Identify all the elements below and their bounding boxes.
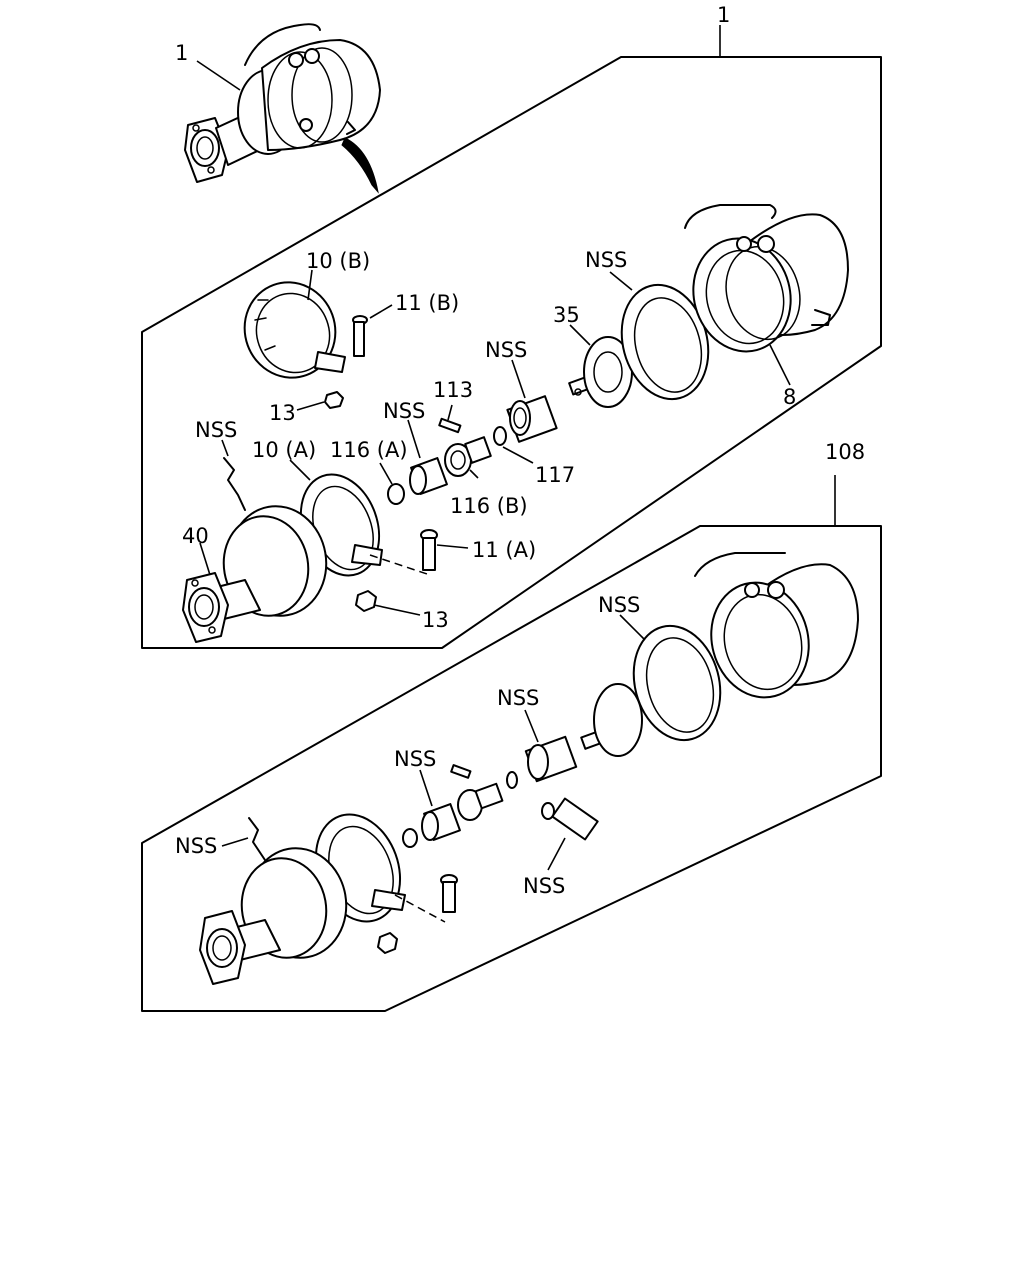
callout-spacer-b: 116 (B) <box>450 494 528 518</box>
nut-13-bottom <box>355 590 377 612</box>
clamp-10b <box>243 281 346 379</box>
callout-nut-top: 13 <box>269 401 296 425</box>
kit-chamber-body <box>694 552 859 699</box>
kit-hose-nss <box>248 817 266 861</box>
callout-kit-nss-grease: NSS <box>523 874 565 898</box>
callout-rotochamber: 40 <box>182 524 209 548</box>
callout-kit-nss-hose: NSS <box>175 834 217 858</box>
kit-grease-tube-nss <box>541 797 599 841</box>
vent-nss <box>506 395 558 443</box>
callout-nss-seal: NSS <box>585 248 627 272</box>
callout-oring: 117 <box>535 463 575 487</box>
bolt-11b <box>352 315 368 357</box>
nut-13-top <box>324 391 344 409</box>
callout-kit-nss-sleeve: NSS <box>394 747 436 771</box>
kit-rotochamber <box>199 847 348 985</box>
kit-spacer <box>457 782 504 821</box>
chamber-body-with-ring-8 <box>684 204 849 353</box>
callout-assembly-small: 1 <box>175 41 188 65</box>
callout-nss-vent: NSS <box>485 338 527 362</box>
seal-ring-nss <box>620 283 710 401</box>
callout-bolt-a: 11 (A) <box>472 538 536 562</box>
callout-bolt-b: 11 (B) <box>395 291 459 315</box>
oring-117 <box>493 426 507 446</box>
callout-clamp-a: 10 (A) <box>252 438 316 462</box>
callout-pin: 113 <box>433 378 473 402</box>
callout-assembly-top: 1 <box>717 3 730 27</box>
spacer-116b <box>444 436 492 477</box>
callout-nss-hose: NSS <box>195 418 237 442</box>
hose-nss <box>223 457 246 511</box>
kit-sleeve-nss <box>421 803 461 841</box>
callout-nss-sleeve: NSS <box>383 399 425 423</box>
assembly-frame-1 <box>141 56 882 649</box>
callout-kit-nss-seal: NSS <box>598 593 640 617</box>
callout-clamp-b: 10 (B) <box>306 249 370 273</box>
pin-113 <box>438 417 462 434</box>
callout-ring: 8 <box>783 385 796 409</box>
arrow-icon <box>341 137 379 194</box>
kit-frame-108 <box>141 525 882 1012</box>
kit-vent-nss <box>524 735 578 783</box>
rotochamber-40 <box>182 505 328 643</box>
callout-diaphragm: 35 <box>553 303 580 327</box>
bolt-11a <box>420 529 438 571</box>
callout-kit: 108 <box>825 440 865 464</box>
callout-nut-bottom: 13 <box>422 608 449 632</box>
assembled-rotochamber-illustration <box>184 23 381 194</box>
callout-kit-nss-vent: NSS <box>497 686 539 710</box>
spacer-116a <box>387 483 405 505</box>
sleeve-nss <box>409 457 448 495</box>
callout-spacer-a: 116 (A) <box>330 438 408 462</box>
